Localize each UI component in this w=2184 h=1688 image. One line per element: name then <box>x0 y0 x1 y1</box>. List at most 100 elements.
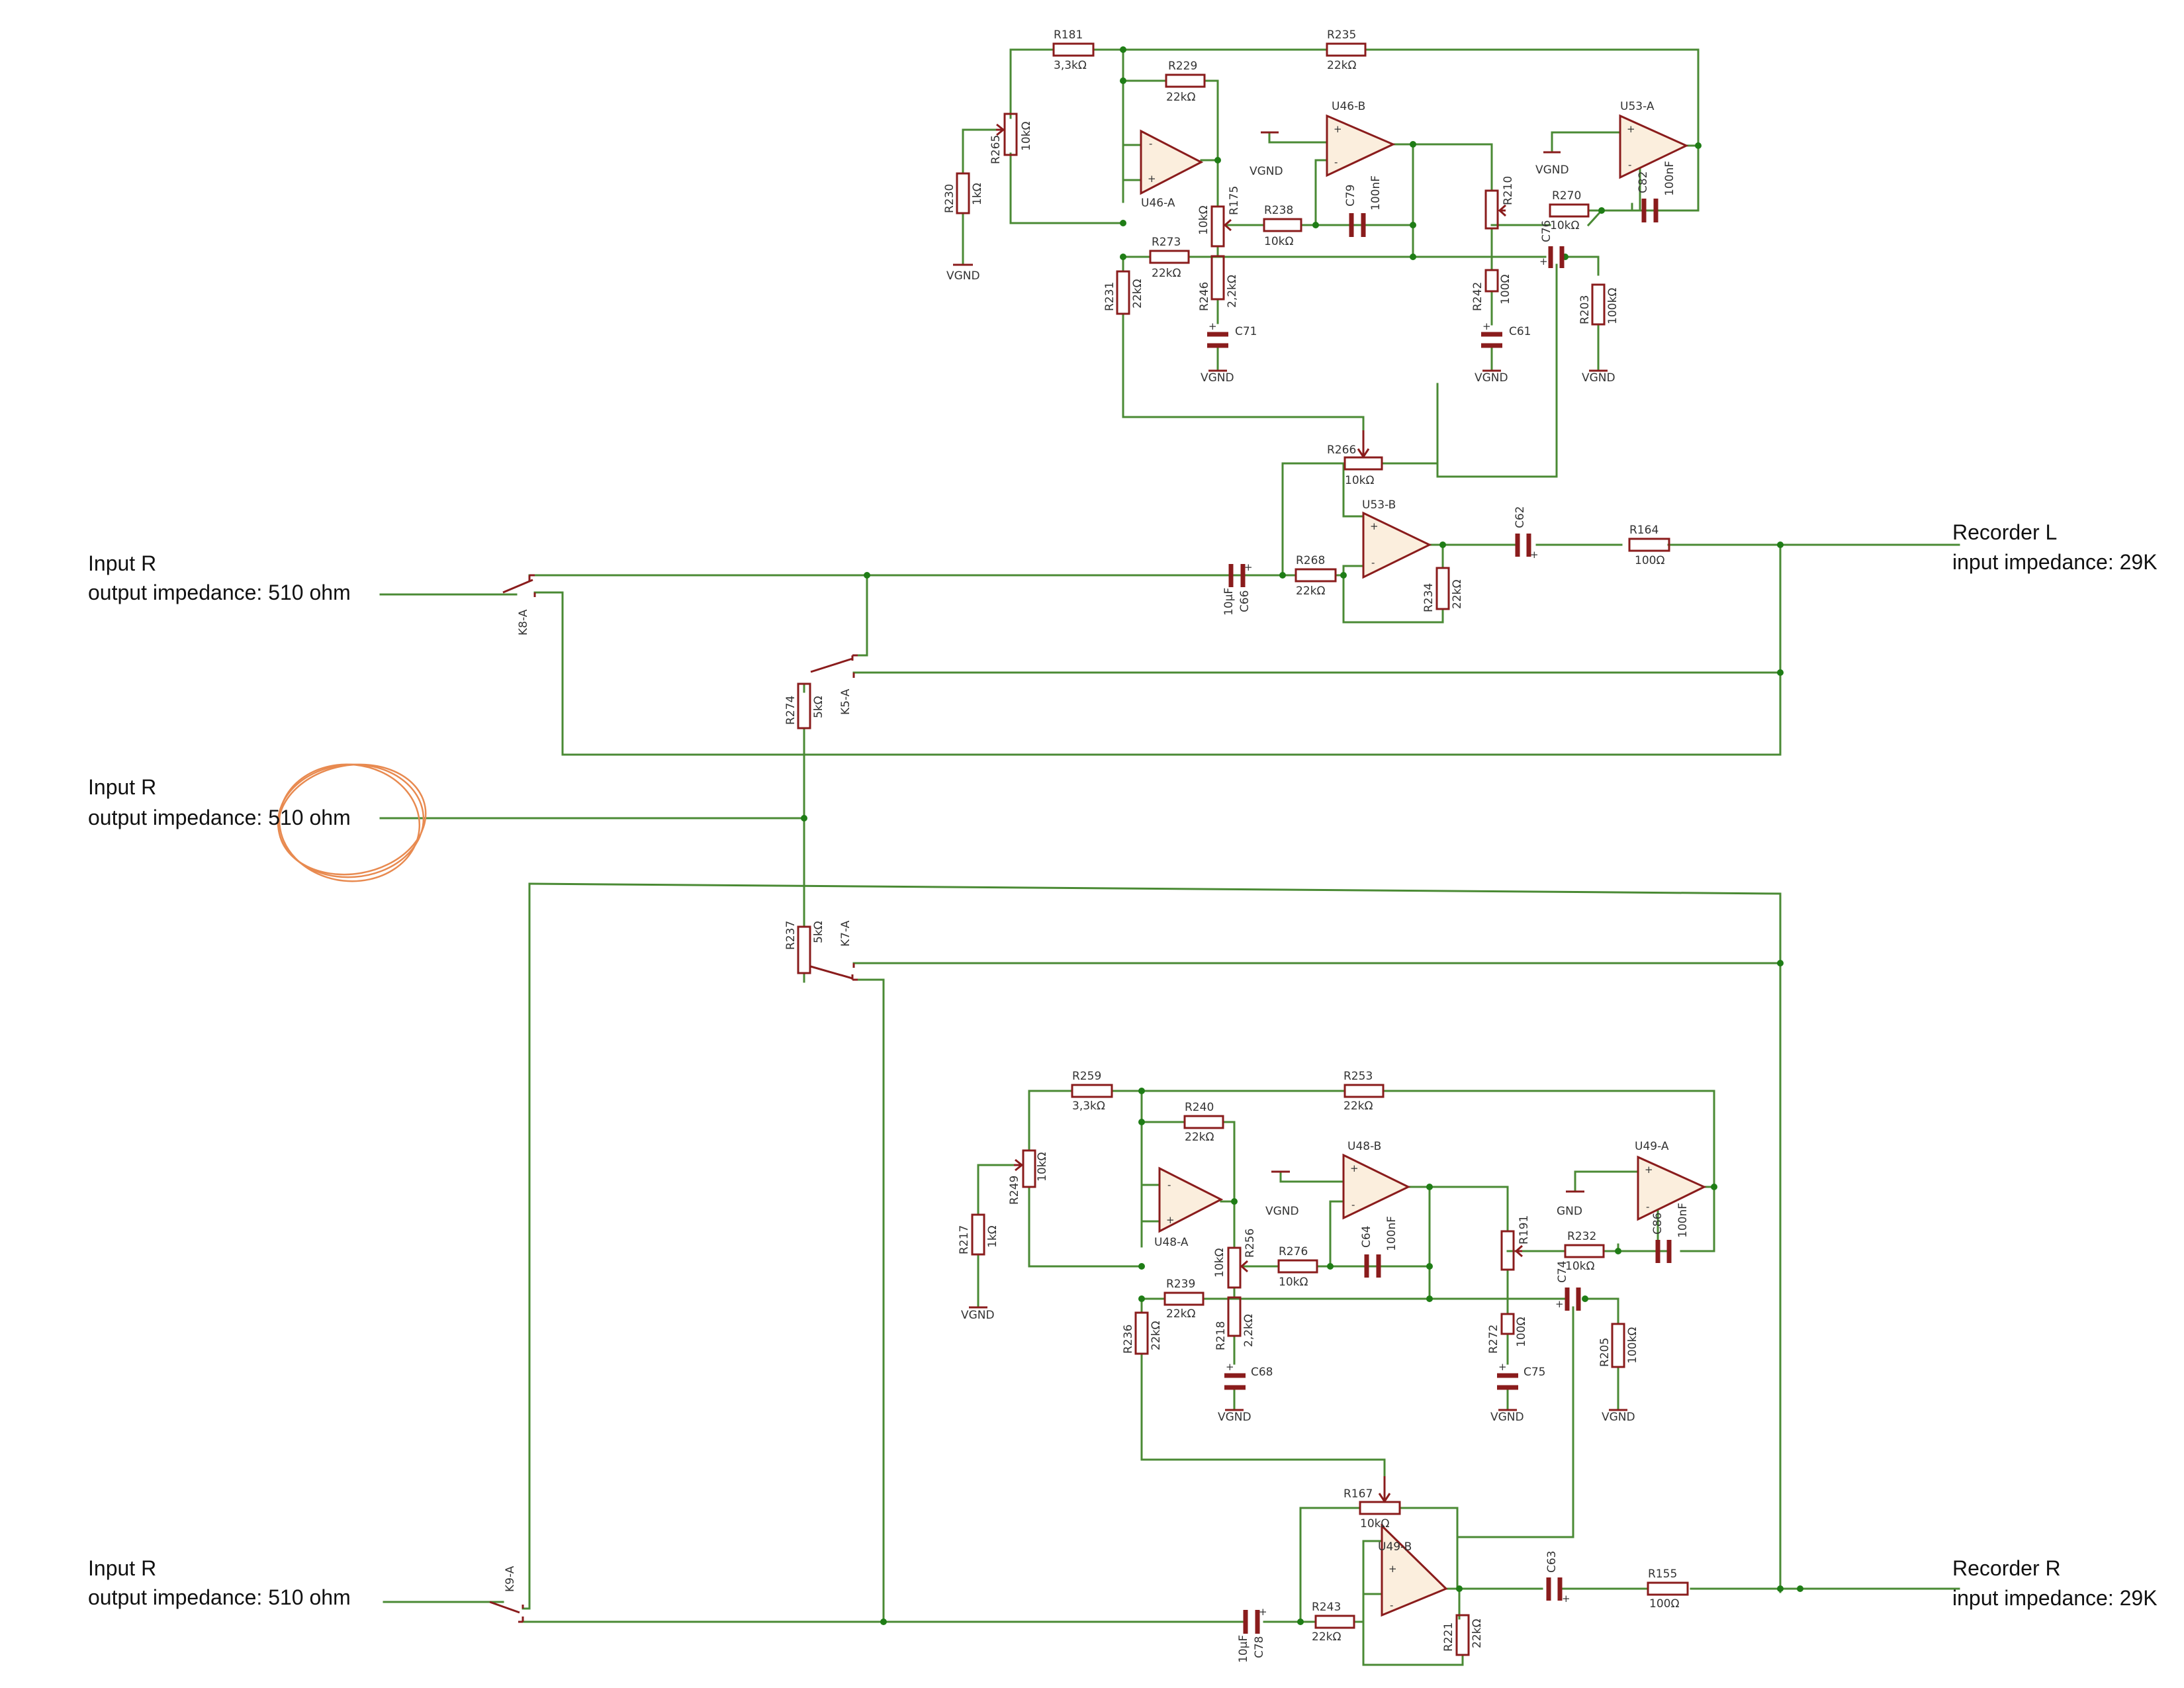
component-label: 22kΩ <box>1185 1131 1214 1144</box>
opamp-u49b: +- U49-B <box>1378 1523 1448 1617</box>
component-label: R234 <box>1422 583 1435 612</box>
capacitor-c71: + C71 <box>1207 320 1257 348</box>
component-label: 100Ω <box>1649 1597 1679 1611</box>
vgnd-label: VGND <box>1265 1205 1299 1218</box>
component-label: 2,2kΩ <box>1226 275 1239 308</box>
svg-text:+: + <box>1334 123 1342 135</box>
relay-k9a: K9-A <box>489 1566 524 1623</box>
component-label: 22kΩ <box>1150 1321 1163 1350</box>
component-label: R237 <box>784 921 797 950</box>
potentiometer-r265: R265 10kΩ <box>989 113 1033 164</box>
component-label: R265 <box>989 135 1003 164</box>
component-label: 2,2kΩ <box>1242 1314 1255 1347</box>
component-label: R274 <box>784 696 797 725</box>
component-label: C66 <box>1238 590 1251 612</box>
component-label: 100nF <box>1369 175 1383 211</box>
potentiometer-r210: R210 <box>1484 176 1515 230</box>
component-label: 10kΩ <box>1279 1276 1308 1289</box>
resistor-r242: R242 100Ω <box>1471 269 1512 311</box>
component-label: 1kΩ <box>986 1225 999 1248</box>
resistor-r221: R221 22kΩ <box>1442 1614 1484 1656</box>
component-label: R239 <box>1166 1278 1195 1291</box>
svg-text:-: - <box>1371 557 1375 569</box>
svg-text:-: - <box>1628 159 1631 171</box>
component-label: R259 <box>1072 1070 1101 1083</box>
capacitor-c86: C86 100nF <box>1651 1203 1690 1263</box>
svg-text:+: + <box>1226 1361 1234 1373</box>
component-label: R181 <box>1054 28 1083 42</box>
vgnd-label: VGND <box>1490 1411 1524 1424</box>
component-label: 3,3kΩ <box>1072 1100 1105 1113</box>
svg-text:+: + <box>1498 1361 1507 1373</box>
vgnd-label: VGND <box>1475 371 1508 385</box>
svg-text:-: - <box>1351 1199 1355 1211</box>
component-label: R240 <box>1185 1101 1214 1114</box>
component-label: R236 <box>1122 1325 1135 1354</box>
svg-text:+: + <box>1166 1214 1175 1226</box>
resistor-r270: R270 10kΩ <box>1549 189 1590 232</box>
svg-text:+: + <box>1388 1563 1397 1575</box>
resistor-r259: R259 3,3kΩ <box>1071 1070 1113 1113</box>
component-label: K8-A <box>517 609 530 635</box>
capacitor-c66: + 10μF C66 <box>1222 561 1253 616</box>
opamp-label: U48-B <box>1347 1140 1381 1153</box>
potentiometer-r256: R256 10kΩ <box>1213 1229 1257 1289</box>
component-label: C79 <box>1344 184 1357 207</box>
component-label: 100nF <box>1676 1203 1690 1238</box>
potentiometer-r249: R249 10kΩ <box>1008 1149 1049 1205</box>
relay-k8a: K8-A <box>502 574 536 635</box>
component-label: C76 <box>1540 220 1553 242</box>
component-label: C75 <box>1524 1366 1546 1379</box>
relay-k5a: K5-A <box>810 654 858 715</box>
component-label: R266 <box>1327 444 1356 457</box>
opamp-u46b: +- U46-B <box>1326 100 1396 177</box>
resistor-r155: R155 100Ω <box>1647 1568 1689 1611</box>
svg-text:+: + <box>1259 1606 1267 1618</box>
gnd-label: GND <box>1557 1205 1582 1218</box>
capacitor-c76: + C76 <box>1539 220 1565 268</box>
component-label: C71 <box>1235 325 1257 338</box>
resistor-r276: R276 10kΩ <box>1277 1245 1318 1289</box>
svg-text:+: + <box>1370 520 1379 532</box>
component-label: R230 <box>943 184 956 213</box>
component-label: R270 <box>1552 189 1581 203</box>
svg-text:+: + <box>1562 1593 1570 1605</box>
component-label: R167 <box>1343 1487 1373 1501</box>
vgnd-label: VGND <box>1218 1411 1251 1424</box>
resistor-r235: R235 22kΩ <box>1326 28 1367 72</box>
input-r-bot-impedance: output impedance: 510 ohm <box>88 1585 351 1609</box>
vgnd-label: VGND <box>1582 371 1615 385</box>
opamp-u53a: +- U53-A <box>1619 100 1689 179</box>
capacitor-c75: + C75 <box>1497 1361 1546 1390</box>
component-label: 3,3kΩ <box>1054 59 1087 72</box>
component-label: 10kΩ <box>1550 219 1579 232</box>
resistor-r273: R273 22kΩ <box>1149 236 1190 280</box>
opamp-u49a: +- U49-A <box>1635 1140 1707 1221</box>
component-label: K9-A <box>504 1566 517 1592</box>
svg-text:+: + <box>1627 123 1635 135</box>
component-label: 10μF <box>1222 588 1236 616</box>
potentiometer-r175: R175 10kΩ <box>1197 186 1241 248</box>
component-label: 10kΩ <box>1197 206 1210 235</box>
component-label: R256 <box>1244 1229 1257 1258</box>
component-label: R155 <box>1648 1568 1677 1581</box>
component-label: R268 <box>1296 554 1325 567</box>
component-label: C64 <box>1360 1225 1373 1248</box>
component-label: R217 <box>958 1225 971 1254</box>
svg-text:+: + <box>1244 561 1253 573</box>
vgnd-label: VGND <box>961 1309 995 1322</box>
component-label: C68 <box>1251 1366 1273 1379</box>
resistor-r164: R164 100Ω <box>1628 524 1670 567</box>
svg-text:-: - <box>1149 138 1152 150</box>
resistor-r236: R236 22kΩ <box>1122 1311 1163 1355</box>
component-label: 100nF <box>1663 161 1676 196</box>
opamp-label: U53-B <box>1362 498 1396 512</box>
component-label: C78 <box>1253 1636 1266 1658</box>
component-label: 22kΩ <box>1166 1307 1195 1321</box>
component-label: R232 <box>1567 1230 1596 1243</box>
capacitor-c68: + C68 <box>1224 1361 1273 1390</box>
component-label: R203 <box>1578 295 1592 324</box>
component-label: 22kΩ <box>1131 279 1144 308</box>
resistor-r253: R253 22kΩ <box>1343 1070 1385 1113</box>
